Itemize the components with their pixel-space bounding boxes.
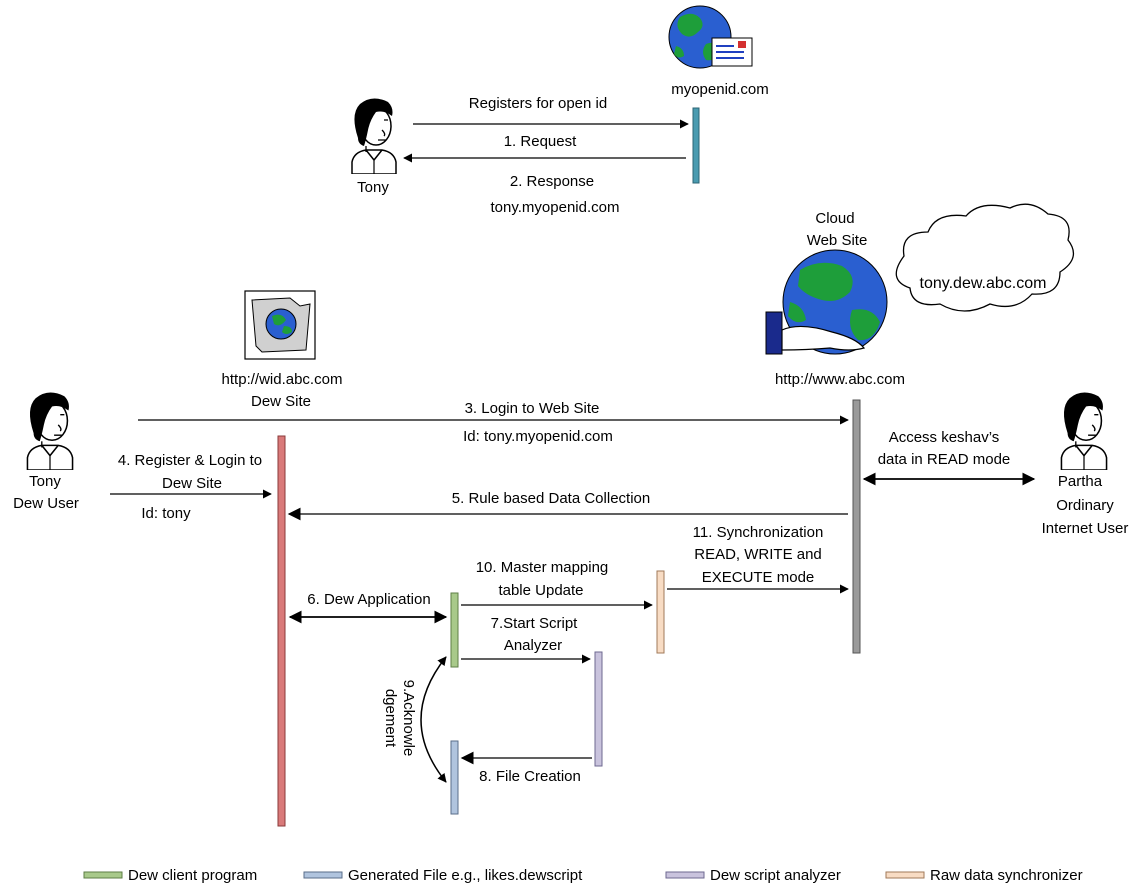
legend-label: Raw data synchronizer xyxy=(930,867,1083,884)
start-script-label-2: Analyzer xyxy=(504,637,562,654)
www-lifeline xyxy=(852,399,861,654)
legend-item-raw-sync: Raw data synchronizer xyxy=(885,867,1083,884)
registers-label: Registers for open id xyxy=(469,95,607,112)
raw-sync-lifeline xyxy=(656,570,665,654)
sync-label-1: 11. Synchronization xyxy=(693,524,824,541)
www-label: http://www.abc.com xyxy=(775,371,905,388)
access-label-2: data in READ mode xyxy=(878,451,1011,468)
tony-top-actor: Tony xyxy=(351,97,397,196)
rule-based-label: 5. Rule based Data Collection xyxy=(452,490,650,507)
access-label-1: Access keshav’s xyxy=(889,429,1000,446)
sync-label-3: EXECUTE mode xyxy=(702,569,815,586)
sync-label-2: READ, WRITE and xyxy=(694,546,822,563)
wid-url-label: http://wid.abc.com xyxy=(222,371,343,388)
partha-name: Partha xyxy=(1058,473,1103,490)
user-icon xyxy=(26,391,74,470)
partha-role-2: Internet User xyxy=(1042,520,1129,537)
myopenid-lifeline xyxy=(692,107,700,184)
register-login-label: 4. Register & Login to xyxy=(118,452,262,469)
file-creation-label: 8. File Creation xyxy=(479,768,581,785)
partha-role-1: Ordinary xyxy=(1056,497,1114,514)
legend-item-script-analyzer: Dew script analyzer xyxy=(665,867,841,884)
tony-main-role: Dew User xyxy=(13,495,79,512)
response-label: 2. Response xyxy=(510,173,594,190)
request-label: 1. Request xyxy=(504,133,577,150)
legend: Dew client program Generated File e.g., … xyxy=(83,867,1083,884)
partha-actor: Partha Ordinary Internet User xyxy=(1042,391,1129,537)
legend-item-generated-file: Generated File e.g., likes.dewscript xyxy=(303,867,583,884)
user-icon xyxy=(1060,391,1108,470)
cloud-site-label-1: Cloud xyxy=(815,210,854,227)
map-globe-icon xyxy=(244,290,316,360)
globe-hand-icon xyxy=(765,249,888,355)
cloud-site-label-2: Web Site xyxy=(807,232,868,249)
register-login-site-label: Dew Site xyxy=(162,475,222,492)
wid-name-label: Dew Site xyxy=(251,393,311,410)
ack-label-1: 9.Acknowle xyxy=(400,680,417,757)
user-icon xyxy=(351,97,397,174)
ack-label-2: dgement xyxy=(382,689,399,748)
response-id-label: tony.myopenid.com xyxy=(491,199,620,216)
legend-label: Generated File e.g., likes.dewscript xyxy=(348,867,583,884)
tony-main-actor: Tony Dew User xyxy=(13,391,79,512)
globe-envelope-icon xyxy=(668,5,753,69)
tony-main-name: Tony xyxy=(29,473,61,490)
legend-item-dew-client: Dew client program xyxy=(83,867,257,884)
start-script-label-1: 7.Start Script xyxy=(491,615,579,632)
cloud-bubble-label: tony.dew.abc.com xyxy=(920,275,1047,292)
legend-label: Dew script analyzer xyxy=(710,867,841,884)
dew-site-lifeline xyxy=(277,435,286,827)
register-id-label: Id: tony xyxy=(141,505,191,522)
login-id-label: Id: tony.myopenid.com xyxy=(463,428,613,445)
master-mapping-label-2: table Update xyxy=(498,582,583,599)
myopenid-label: myopenid.com xyxy=(671,81,769,98)
cloud-icon: tony.dew.abc.com xyxy=(895,203,1075,312)
tony-top-label: Tony xyxy=(357,179,389,196)
generated-file-lifeline xyxy=(450,740,459,815)
master-mapping-label-1: 10. Master mapping xyxy=(476,559,609,576)
script-analyzer-lifeline xyxy=(594,651,603,767)
dew-app-label: 6. Dew Application xyxy=(307,591,430,608)
dew-client-lifeline xyxy=(450,592,459,668)
legend-label: Dew client program xyxy=(128,867,257,884)
login-label: 3. Login to Web Site xyxy=(465,400,600,417)
ack-arrow xyxy=(420,656,447,783)
